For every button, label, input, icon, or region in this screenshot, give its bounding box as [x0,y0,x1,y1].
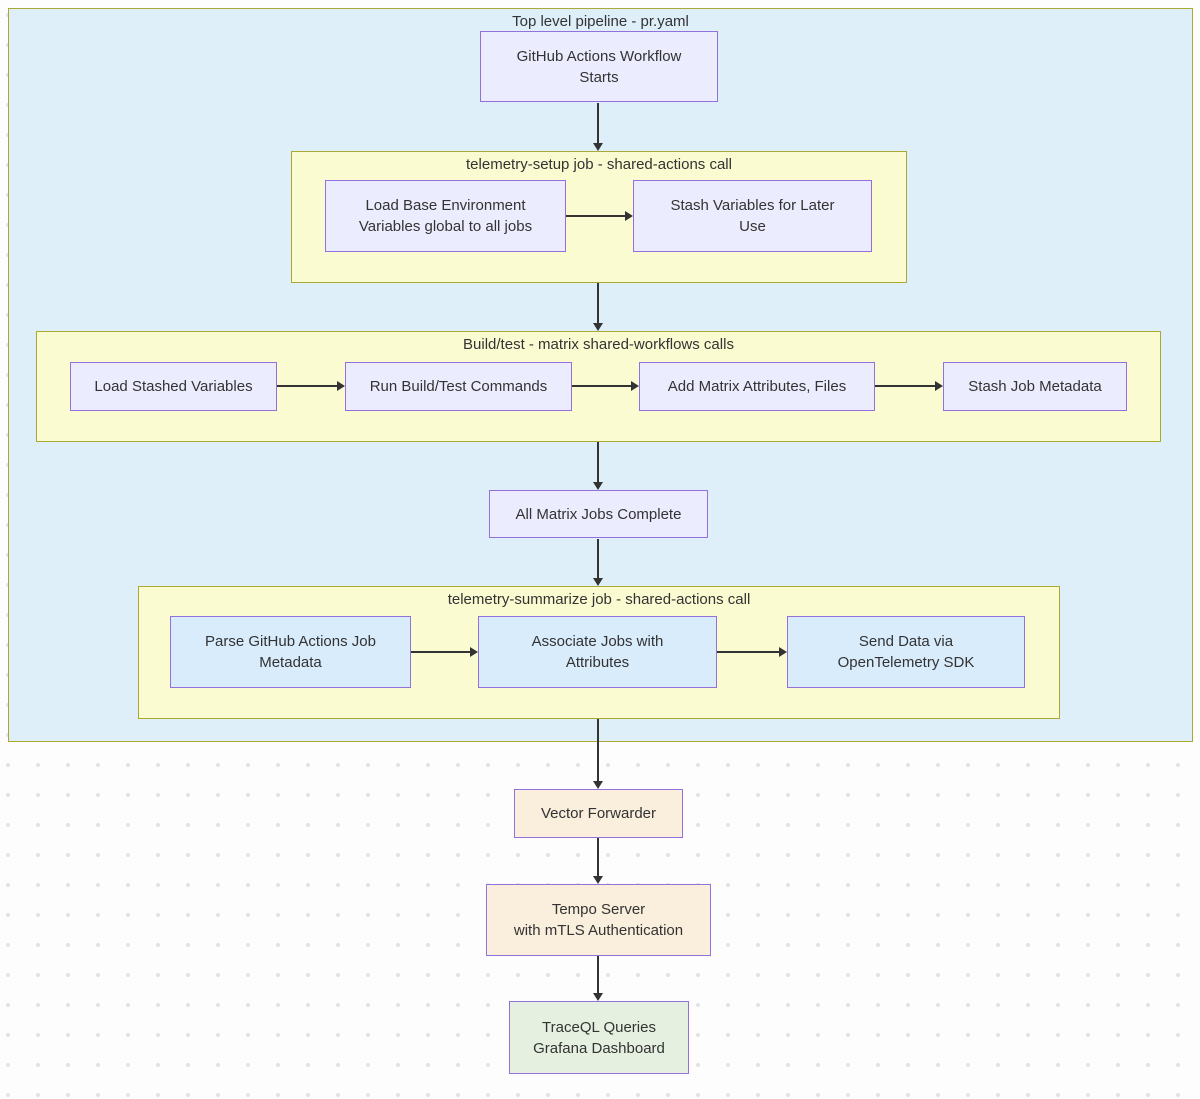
edge-associate-to-senddata [717,651,779,653]
node-tempo-server: Tempo Server with mTLS Authentication [486,884,711,956]
node-label: Associate Jobs with [531,633,664,650]
node-label: Parse GitHub Actions Job [205,633,376,650]
edge-setup-to-build [597,283,599,323]
node-label: Use [739,218,766,235]
node-label: Run Build/Test Commands [369,378,548,395]
node-github-actions-start: GitHub Actions Workflow Starts [480,31,718,102]
edge-addmatrix-to-stashmeta [875,385,935,387]
node-parse-job-metadata: Parse GitHub Actions Job Metadata [170,616,411,688]
edge-runbuild-to-addmatrix [572,385,631,387]
node-vector-forwarder: Vector Forwarder [514,789,683,838]
node-load-base-env: Load Base Environment Variables global t… [325,180,566,252]
edge-summarize-to-vector [597,719,599,781]
node-label: Load Base Environment [365,197,526,214]
node-label: Attributes [565,654,630,671]
node-add-matrix-attributes: Add Matrix Attributes, Files [639,362,875,411]
edge-tempo-to-traceql [597,956,599,993]
node-all-matrix-complete: All Matrix Jobs Complete [489,490,708,538]
node-label: Stash Variables for Later [670,197,835,214]
node-label: Grafana Dashboard [533,1039,665,1057]
node-label: Load Stashed Variables [94,378,253,395]
node-stash-job-metadata: Stash Job Metadata [943,362,1127,411]
edge-build-to-allmatrix [597,442,599,482]
cluster-build-test-title: Build/test - matrix shared-workflows cal… [463,336,734,353]
node-stash-variables: Stash Variables for Later Use [633,180,872,252]
node-associate-jobs: Associate Jobs with Attributes [478,616,717,688]
node-label: with mTLS Authentication [513,922,684,939]
node-label: Metadata [259,654,322,671]
cluster-telemetry-summarize-title: telemetry-summarize job - shared-actions… [447,591,751,608]
edge-vector-to-tempo [597,838,599,876]
edge-start-to-setup [597,103,599,143]
edge-parse-to-associate [411,651,470,653]
node-run-build-test: Run Build/Test Commands [345,362,572,411]
node-label: Variables global to all jobs [358,218,533,235]
edge-loadbase-to-stashvars [566,215,625,217]
node-label: GitHub Actions Workflow [516,47,682,65]
node-send-data-otel: Send Data via OpenTelemetry SDK [787,616,1025,688]
cluster-top-level-pipeline-title: Top level pipeline - pr.yaml [512,13,689,30]
edge-allmatrix-to-summarize [597,539,599,578]
node-label: Tempo Server [551,901,646,918]
node-traceql-grafana: TraceQL Queries Grafana Dashboard [509,1001,689,1074]
node-label: OpenTelemetry SDK [837,654,975,671]
node-label: Add Matrix Attributes, Files [667,378,847,395]
node-label: Send Data via [858,633,954,650]
node-load-stashed-variables: Load Stashed Variables [70,362,277,411]
node-label: All Matrix Jobs Complete [515,505,682,523]
node-label: Vector Forwarder [540,805,657,822]
node-label: TraceQL Queries [542,1018,656,1036]
node-label: Starts [579,68,619,86]
node-label: Stash Job Metadata [968,378,1102,395]
edge-loadstashed-to-runbuild [277,385,337,387]
cluster-telemetry-setup-title: telemetry-setup job - shared-actions cal… [466,156,732,173]
